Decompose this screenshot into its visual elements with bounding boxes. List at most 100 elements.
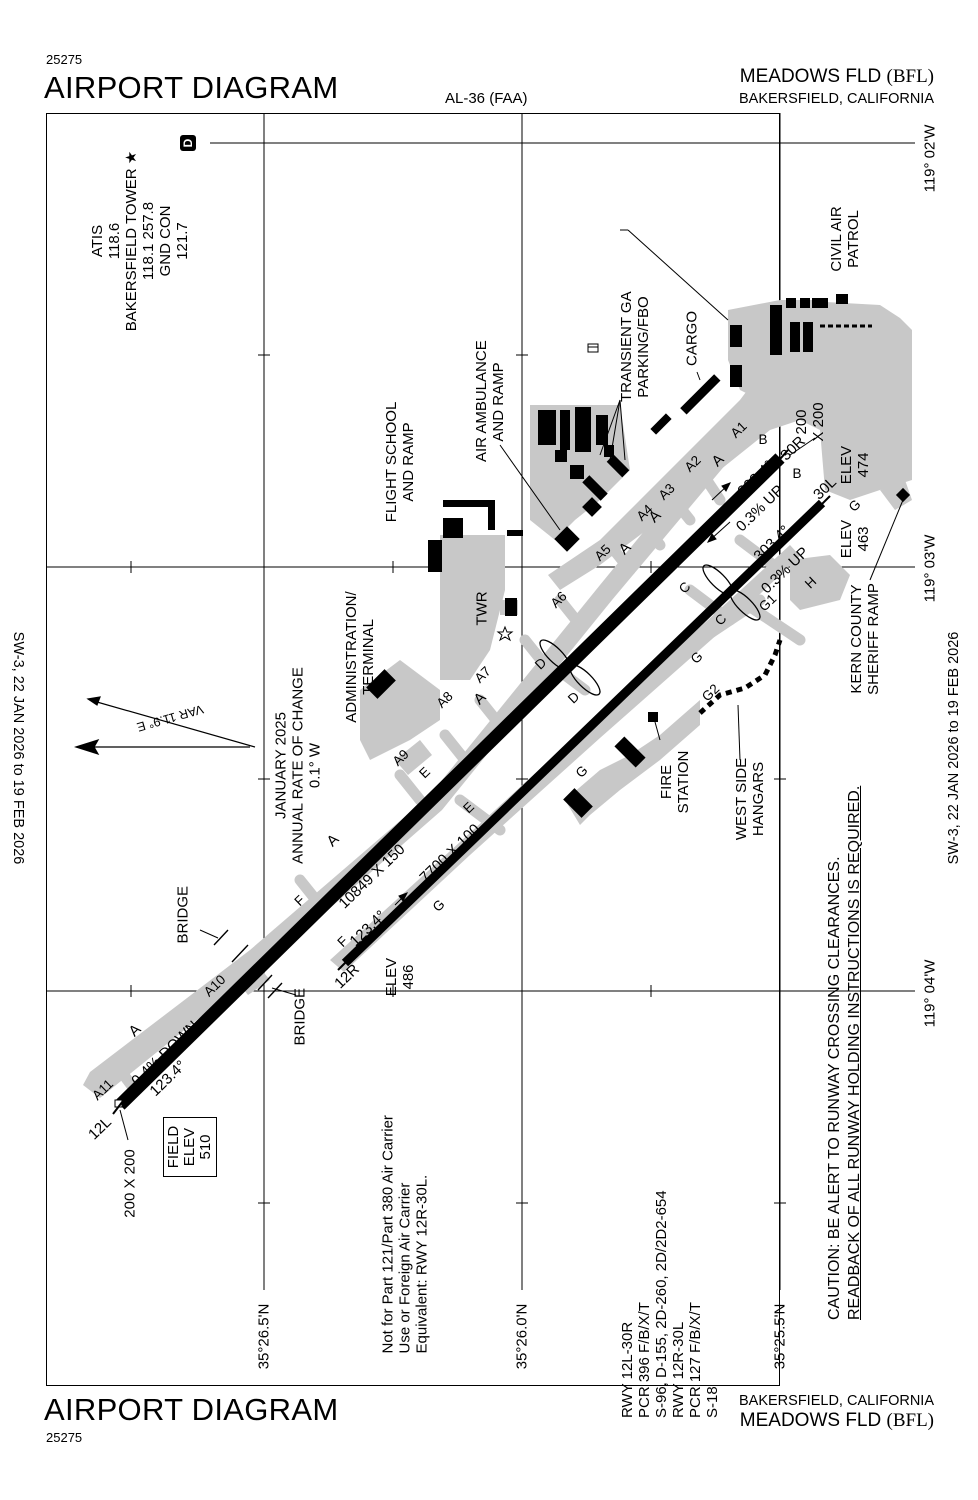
building-flight-school-5 [507,530,523,536]
leader-bridge-south [271,987,297,996]
leader-12l-blast [119,1109,129,1141]
rwy-12l-threshold [112,1096,127,1115]
bridge-south-1 [257,974,273,991]
building-ga-3 [575,407,591,452]
airport-name: MEADOWS FLD [739,66,882,87]
leader-west-side [737,704,741,761]
tank-icon [587,343,599,353]
rwy-12r-threshold [337,955,353,971]
leader-air-ambulance [499,444,561,531]
label-bridge-north: BRIDGE [174,885,192,944]
label-kern-sheriff: KERN COUNTY SHERIFF RAMP [848,583,882,695]
leader-cargo [696,371,701,381]
building-fire-station [648,712,658,722]
leader-fbo-2 [609,399,621,461]
building-west-2 [563,788,593,818]
building-north-4 [786,298,796,308]
building-ga-9 [582,497,602,517]
grid-ticks [130,354,786,1204]
comms-block: ATIS 118.6 BAKERSFIELD TOWER ★ 118.1 257… [89,141,191,341]
building-ga-8 [554,526,580,552]
rwy-30r-elev: ELEV 474 [838,445,872,485]
kern-ramp [790,555,850,610]
label-tower: TWR [473,591,491,626]
oval-d-south [569,664,601,696]
building-ga-11 [606,454,630,478]
leader-kern [869,499,904,581]
bridges [213,929,283,999]
taxiway-a9-conn [395,740,432,775]
leader-fbo-3 [619,399,626,461]
building-ga-7 [604,445,614,457]
atis-line: ATIS [89,224,106,258]
building-north-1 [730,325,742,347]
gnd-freq: 121.7 [174,222,191,260]
west-side-hangars [698,639,783,715]
tower-star-icon [496,625,514,642]
bridge-north-1 [213,929,229,946]
building-ga-5 [570,465,584,479]
rwy-12r-elev: ELEV 486 [383,957,417,997]
leader-fbo-1 [599,399,621,456]
tower-freq: 118.1 257.8 [140,201,157,281]
building-ga-1 [538,410,556,445]
lon-label-3: 119° 04'W [921,959,939,1028]
building-flight-school-1 [428,540,442,572]
building-north-5 [800,298,810,308]
bridge-north-2 [231,944,249,963]
buildings [366,294,911,818]
leader-lines [119,229,904,1141]
pcr-block: RWY 12L-30R PCR 396 F/B/X/T S-96, D-155,… [619,1190,721,1418]
mag-north-line [89,699,256,748]
building-west-1 [614,736,646,768]
chart-number-bottom: 25275 [46,1430,83,1445]
lon-label-2: 119° 03'W [921,534,939,603]
label-transient-ga: TRANSIENT GA PARKING/FBO [618,291,652,402]
label-air-ambulance: AIR AMBULANCE AND RAMP [473,340,507,462]
building-ga-6 [596,415,608,445]
label-civil-air-patrol: CIVIL AIR PATROL [828,206,862,272]
atis-freq: 118.6 [106,222,123,260]
building-north-6 [812,298,828,308]
oval-d-north [539,639,571,671]
building-fbo-1 [650,413,672,435]
airport-name-bottom: MEADOWS FLD (BFL) [740,1410,934,1432]
leader-30r-blast [789,437,816,456]
rwy-30r-blast-pad: 200 X 200 [793,402,827,442]
leader-fire [654,721,661,741]
runway-12l-30r [115,453,785,1110]
lon-label-1: 119° 02'W [921,124,939,193]
location-bottom: BAKERSFIELD, CALIFORNIA [739,1393,934,1409]
building-flight-school-2 [443,518,463,538]
twy-b-2: B [792,466,802,481]
lat-label-2: 35°26.0'N [513,1303,531,1370]
leader-bridge-north [199,929,219,939]
rwy-12l-blast-pad: 200 X 200 [121,1149,139,1218]
air-carrier-note: Not for Part 121/Part 380 Air Carrier Us… [379,1115,431,1354]
building-cargo [680,374,721,415]
crossing-ovals [539,564,761,696]
building-flight-school-4 [488,505,495,530]
building-north-3 [770,305,782,355]
field-elev-box: FIELD ELEV 510 [163,1117,217,1177]
building-flight-school-3 [443,500,495,507]
oval-c-south [729,589,761,621]
bridge-south-2 [267,982,283,999]
lat-label-3: 35°25.5'N [771,1303,789,1370]
flight-school-ramp [440,535,505,680]
building-ga-10 [582,475,608,501]
building-north-7 [790,322,800,352]
label-west-side-hangars: WEST SIDE HANGARS [733,757,767,841]
runway-arrows [189,482,762,1039]
location-top: BAKERSFIELD, CALIFORNIA [739,91,934,107]
chart-number-top: 25275 [46,52,83,67]
caution-note: CAUTION: BE ALERT TO RUNWAY CROSSING CLE… [826,785,863,1320]
rwy-30l-elev: ELEV 463 [838,519,872,559]
variation-info: JANUARY 2025 ANNUAL RATE OF CHANGE 0.1° … [272,667,324,864]
leader-transient-2 [627,229,729,321]
gnd-label: GND CON [157,205,174,277]
chart-title-top: AIRPORT DIAGRAM [44,70,339,105]
building-tower [505,598,517,616]
true-north-head [74,738,100,756]
airport-name-top: MEADOWS FLD (BFL) [740,66,934,88]
